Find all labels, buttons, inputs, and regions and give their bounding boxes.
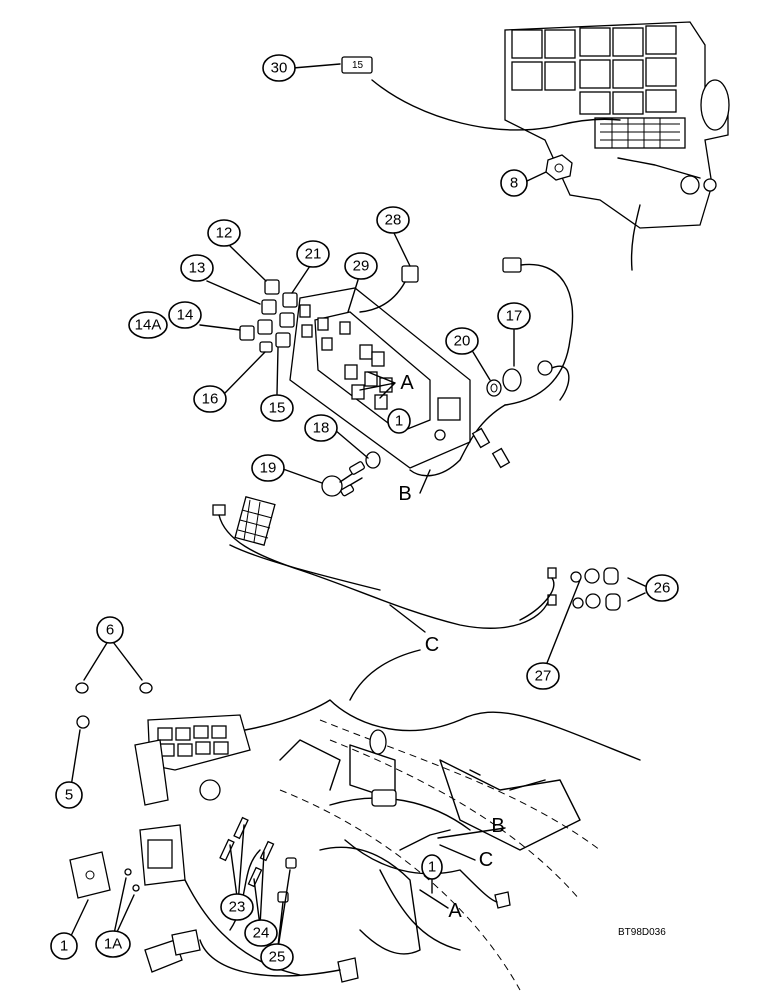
svg-text:19: 19	[260, 460, 277, 477]
callout-14: 14	[168, 301, 202, 329]
svg-text:28: 28	[385, 212, 402, 229]
callout-6: 6	[96, 616, 124, 644]
callout-27: 27	[526, 662, 560, 690]
bolts-6-5	[75, 682, 153, 729]
callout-26: 26	[645, 574, 679, 602]
callout-5: 5	[55, 781, 83, 809]
callout-25: 25	[260, 943, 294, 971]
svg-text:18: 18	[313, 420, 330, 437]
cab-outline	[244, 649, 641, 991]
callout-17: 17	[497, 302, 531, 330]
fuse-part: 15	[341, 56, 621, 131]
harness-c	[212, 496, 557, 629]
lamps-26-27	[570, 567, 621, 611]
instrument-panel	[289, 287, 471, 469]
panel-harness	[409, 257, 574, 477]
fuse-box-bottom	[134, 714, 251, 806]
rocker-switches	[239, 279, 298, 353]
svg-text:20: 20	[454, 333, 471, 350]
svg-text:1: 1	[60, 938, 68, 955]
svg-text:16: 16	[202, 391, 219, 408]
callout-12: 12	[207, 219, 241, 247]
callout-1-panel: 1	[387, 408, 411, 434]
svg-text:15: 15	[269, 400, 286, 417]
fuse-relay-box	[504, 21, 730, 271]
callout-1-bottom: 1	[50, 932, 78, 960]
callout-19: 19	[251, 454, 285, 482]
svg-text:14: 14	[177, 307, 194, 324]
letter-b-bottom: B	[491, 815, 504, 837]
fuse-rating-label: 15	[352, 60, 364, 71]
letter-a-panel: A	[400, 372, 414, 394]
svg-text:29: 29	[353, 258, 370, 275]
svg-text:25: 25	[269, 949, 286, 966]
callout-15: 15	[260, 394, 294, 422]
svg-text:1: 1	[428, 859, 436, 876]
svg-text:1: 1	[395, 413, 403, 430]
callout-13: 13	[180, 254, 214, 282]
letter-c-harness: C	[425, 634, 439, 656]
svg-text:21: 21	[305, 246, 322, 263]
lower-harness	[144, 729, 511, 983]
callout-14a: 14A	[128, 311, 168, 339]
svg-text:5: 5	[65, 787, 73, 804]
key-switch	[321, 451, 381, 497]
svg-text:14A: 14A	[135, 317, 162, 334]
svg-text:27: 27	[535, 668, 552, 685]
svg-text:13: 13	[189, 260, 206, 277]
svg-text:6: 6	[106, 622, 114, 639]
callout-23: 23	[220, 893, 254, 921]
leader-lines	[69, 63, 646, 956]
connector-28	[359, 265, 419, 313]
svg-text:12: 12	[216, 225, 233, 242]
svg-text:17: 17	[506, 308, 523, 325]
callout-20: 20	[445, 327, 479, 355]
svg-text:8: 8	[510, 175, 518, 192]
svg-text:24: 24	[253, 925, 270, 942]
callout-24: 24	[244, 919, 278, 947]
svg-text:26: 26	[654, 580, 671, 597]
callout-30: 30	[262, 54, 296, 82]
svg-text:30: 30	[271, 60, 288, 77]
figure-reference: BT98D036	[618, 927, 666, 938]
callout-1-harness: 1	[421, 854, 443, 880]
callout-29: 29	[344, 252, 378, 280]
svg-text:1A: 1A	[104, 936, 122, 953]
callout-21: 21	[296, 240, 330, 268]
letter-c-bottom: C	[479, 849, 493, 871]
callout-1a: 1A	[95, 930, 131, 958]
letter-b-panel: B	[398, 483, 411, 505]
parts-17-20	[486, 368, 522, 397]
letter-a-bottom: A	[448, 900, 462, 922]
cover-1	[69, 824, 186, 899]
callout-18: 18	[304, 414, 338, 442]
callout-28: 28	[376, 206, 410, 234]
svg-text:23: 23	[229, 899, 246, 916]
callout-16: 16	[193, 385, 227, 413]
callout-8: 8	[500, 169, 528, 197]
